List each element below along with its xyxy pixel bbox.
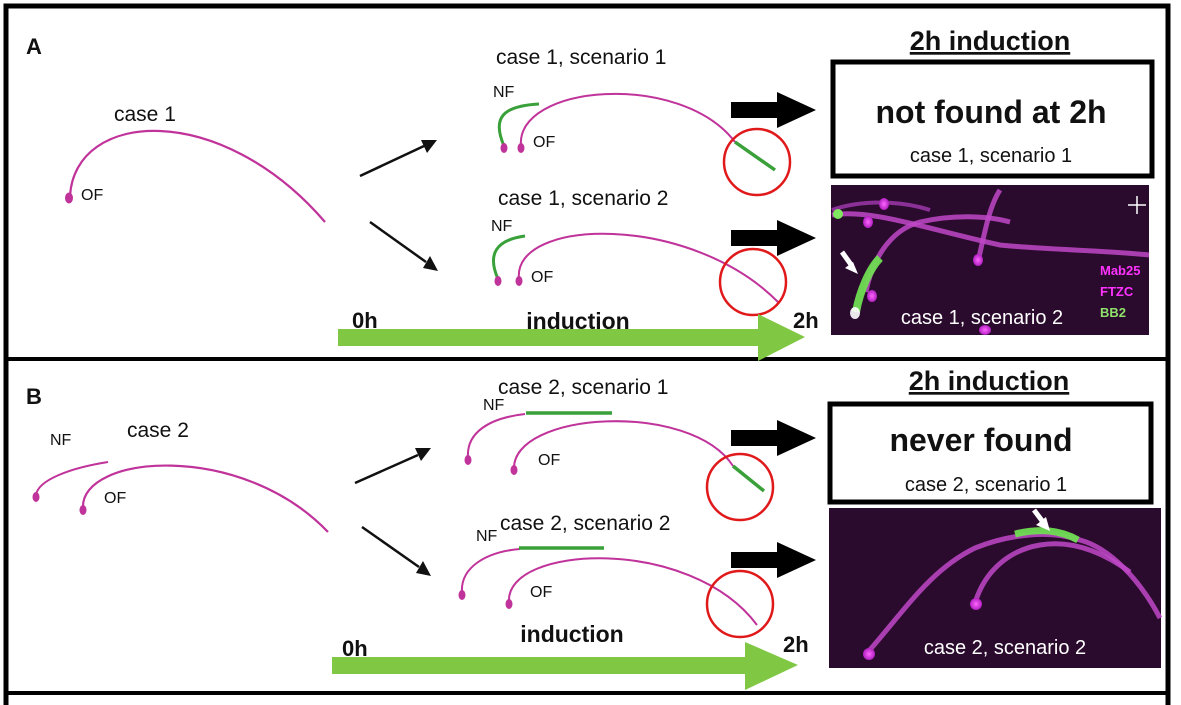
a-header: 2h induction (910, 26, 1070, 56)
b-result-box (827, 401, 1154, 505)
b-timeline-start: 0h (342, 636, 368, 661)
a-s1-nf-axon (497, 102, 540, 147)
b-timeline-bar (332, 657, 750, 674)
orientation-cross-icon (1128, 196, 1146, 214)
a-result-caption: case 1, scenario 1 (910, 145, 1072, 167)
panel-b-letter: B (26, 384, 42, 409)
a-s2-nf-label: NF (491, 218, 513, 235)
case2-of-label: OF (104, 490, 126, 507)
b-white-arrow (1032, 508, 1045, 524)
arrowhead-b2 (416, 561, 431, 576)
case2-nf-soma (32, 492, 40, 502)
a-s1-red-circle (722, 127, 792, 197)
a-timeline-start: 0h (352, 308, 378, 333)
case1-axon (68, 129, 326, 223)
a-s2-red-circle (718, 247, 788, 317)
a-s2-of-axon (517, 232, 780, 304)
a-s1-of-label: OF (533, 134, 555, 151)
b-result-arrow-1-shaft (731, 430, 781, 446)
b-scenario2-label: case 2, scenario 2 (500, 512, 670, 535)
arrowhead-b1 (415, 448, 431, 461)
case1-of-label: OF (81, 187, 103, 204)
a-timeline-end: 2h (793, 308, 819, 333)
a-s2-nf-axon (492, 234, 526, 280)
a-result-arrow-1-shaft (731, 102, 781, 118)
legend-ftzc: FTZC (1100, 284, 1134, 299)
a-white-arrowhead (845, 262, 858, 274)
b-s1-red-circle (705, 452, 775, 522)
arrowhead-a1 (421, 140, 437, 153)
b-image-caption: case 2, scenario 2 (924, 637, 1086, 659)
case2-nf-axon (35, 461, 109, 496)
legend-bb2: BB2 (1100, 305, 1126, 320)
b-s1-of-soma (510, 465, 518, 475)
a-result-arrow-2-head (777, 220, 816, 256)
a-white-arrow (839, 250, 855, 268)
b-s2-of-soma (505, 599, 513, 609)
arrow-to-scenario2-a (369, 220, 427, 264)
b-s2-nf-label: NF (476, 528, 498, 545)
b-s1-green-tip (731, 464, 766, 493)
b-s2-nf-soma (458, 590, 466, 600)
b-s2-of-label: OF (530, 584, 552, 601)
b-timeline-arrowhead (745, 642, 798, 690)
a-scenario2-label: case 1, scenario 2 (498, 187, 668, 210)
a-s1-of-axon (519, 92, 736, 147)
a-timeline-middle: induction (526, 308, 629, 334)
a-timeline-arrowhead (758, 314, 805, 361)
a-s2-of-label: OF (531, 269, 553, 286)
a-micrograph: Mab25 FTZC BB2 case 1, scenario 2 (831, 185, 1150, 335)
a-scenario1-label: case 1, scenario 1 (496, 46, 666, 69)
a-s1-nf-label: NF (493, 84, 515, 101)
b-s1-nf-axon (466, 413, 526, 459)
b-result-title: never found (889, 422, 1072, 458)
panel-a: A case 1 OF case 1, scenario 1 NF OF cas… (26, 26, 1155, 361)
arrowhead-a2 (423, 256, 438, 271)
case2-nf-label: NF (50, 432, 72, 449)
case2-of-axon (81, 464, 329, 533)
b-result-arrow-1-head (777, 420, 816, 456)
arrow-to-scenario2-b (361, 525, 420, 569)
b-s2-of-axon (507, 557, 758, 626)
a-s1-nf-soma (500, 143, 508, 153)
panel-a-letter: A (26, 34, 42, 59)
case2-of-soma (79, 505, 87, 515)
b-header: 2h induction (909, 366, 1069, 396)
b-result-arrow-2-head (777, 542, 816, 578)
panel-b: B case 2 NF OF case 2, scenario 1 NF OF … (26, 366, 1163, 690)
a-result-arrow-2-shaft (731, 230, 781, 246)
b-result-caption: case 2, scenario 1 (905, 474, 1067, 496)
a-s2-nf-soma (494, 276, 502, 286)
case1-soma (65, 192, 73, 204)
b-s1-nf-soma (464, 455, 472, 465)
case2-label: case 2 (127, 419, 189, 442)
b-timeline-end: 2h (783, 632, 809, 657)
b-result-arrow-2-shaft (731, 552, 781, 568)
b-white-arrowhead (1036, 517, 1050, 531)
a-s1-green-tip (733, 140, 777, 172)
a-result-title: not found at 2h (875, 94, 1106, 130)
a-result-arrow-1-head (777, 92, 816, 128)
b-scenario1-label: case 2, scenario 1 (498, 376, 668, 399)
a-result-box (830, 59, 1155, 179)
a-timeline-bar (338, 329, 763, 346)
b-s1-of-axon (512, 420, 734, 470)
arrow-to-scenario1-a (359, 144, 425, 178)
b-s1-of-label: OF (538, 452, 560, 469)
b-s2-nf-axon (460, 548, 521, 594)
outer-frame (3, 3, 1171, 705)
legend-mab25: Mab25 (1100, 263, 1140, 278)
b-timeline-middle: induction (520, 621, 623, 647)
a-image-caption: case 1, scenario 2 (901, 307, 1063, 329)
b-micrograph: case 2, scenario 2 (829, 508, 1163, 668)
a-s1-of-soma (517, 143, 525, 153)
b-s1-nf-label: NF (483, 397, 505, 414)
arrow-to-scenario1-b (354, 453, 419, 485)
b-s2-red-circle (705, 569, 775, 639)
case1-label: case 1 (114, 103, 176, 126)
a-s2-of-soma (515, 276, 523, 286)
